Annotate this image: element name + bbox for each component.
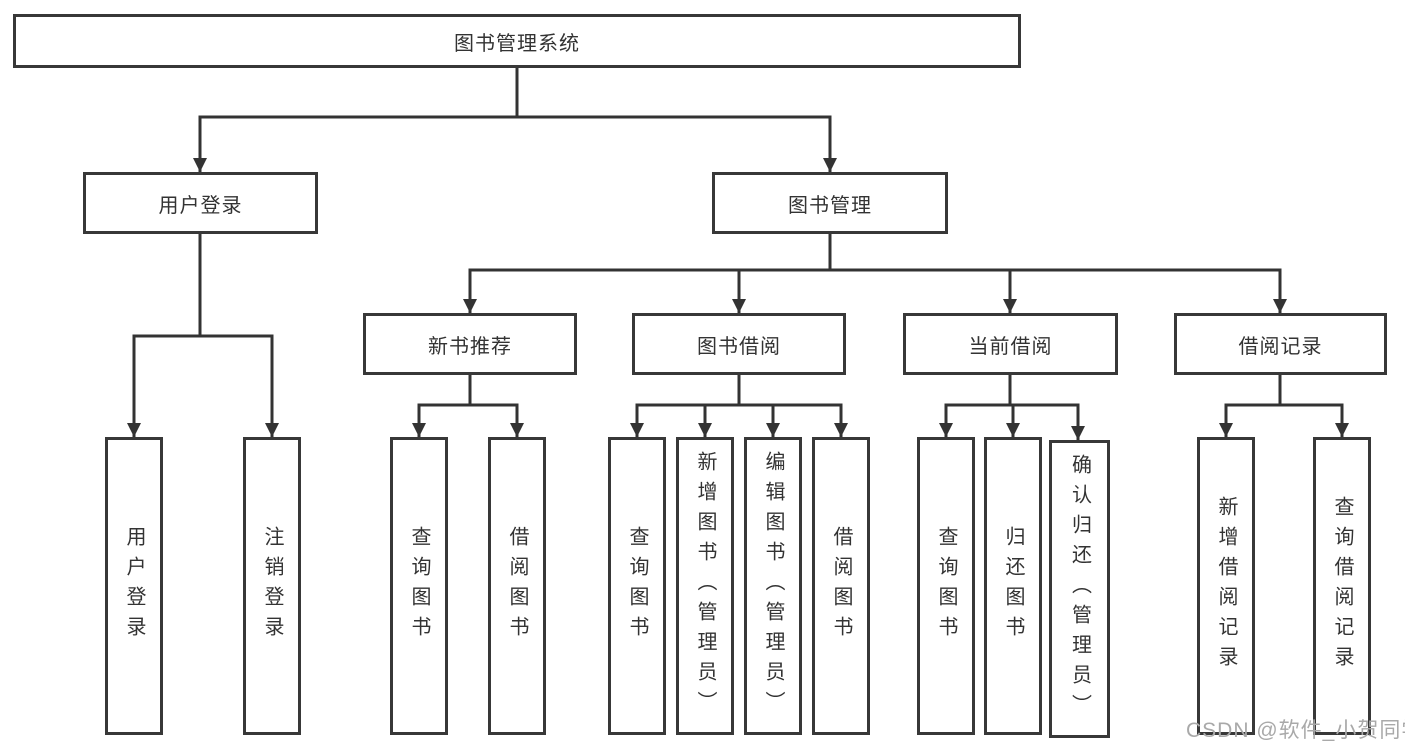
node-current-borrow-label: 当前借阅 (968, 335, 1053, 358)
leaf-user-login-label: 用户登录 (123, 526, 145, 646)
leaf-query-books-3-label: 查询图书 (935, 526, 957, 646)
watermark: CSDN @软件_小贺同学 (1186, 719, 1405, 742)
leaf-query-books-2: 查询图书 (608, 437, 666, 735)
leaf-add-books-admin: 新增图书（管理员） (676, 437, 734, 735)
node-current-borrow: 当前借阅 (903, 313, 1118, 375)
node-book-borrow: 图书借阅 (632, 313, 846, 375)
node-book-management-label: 图书管理 (788, 194, 872, 217)
leaf-add-borrow-record-label: 新增借阅记录 (1215, 496, 1237, 676)
leaf-return-books-label: 归还图书 (1002, 526, 1024, 646)
leaf-borrow-books-2: 借阅图书 (812, 437, 870, 735)
leaf-query-books-3: 查询图书 (917, 437, 975, 735)
node-user-login: 用户登录 (83, 172, 318, 234)
node-new-book-recommend-label: 新书推荐 (428, 335, 512, 358)
node-root-label: 图书管理系统 (454, 32, 580, 55)
leaf-edit-books-admin: 编辑图书（管理员） (744, 437, 802, 735)
leaf-logout-label: 注销登录 (261, 526, 283, 646)
leaf-add-borrow-record: 新增借阅记录 (1197, 437, 1255, 735)
leaf-confirm-return-admin-label: 确认归还（管理员） (1068, 454, 1091, 724)
node-user-login-label: 用户登录 (158, 194, 243, 217)
leaf-query-borrow-record-label: 查询借阅记录 (1331, 496, 1353, 676)
node-book-borrow-label: 图书借阅 (697, 335, 781, 358)
leaf-borrow-books-1-label: 借阅图书 (506, 526, 528, 646)
leaf-borrow-books-2-label: 借阅图书 (830, 526, 852, 646)
leaf-query-books-1-label: 查询图书 (408, 526, 430, 646)
leaf-edit-books-admin-label: 编辑图书（管理员） (762, 451, 784, 721)
node-book-management: 图书管理 (712, 172, 948, 234)
leaf-query-books-1: 查询图书 (390, 437, 448, 735)
node-borrow-records-label: 借阅记录 (1238, 335, 1323, 358)
leaf-confirm-return-admin: 确认归还（管理员） (1049, 440, 1110, 738)
leaf-return-books: 归还图书 (984, 437, 1042, 735)
node-borrow-records: 借阅记录 (1174, 313, 1387, 375)
leaf-borrow-books-1: 借阅图书 (488, 437, 546, 735)
leaf-query-borrow-record: 查询借阅记录 (1313, 437, 1371, 735)
node-new-book-recommend: 新书推荐 (363, 313, 577, 375)
leaf-logout: 注销登录 (243, 437, 301, 735)
node-root: 图书管理系统 (13, 14, 1021, 68)
leaf-query-books-2-label: 查询图书 (626, 526, 648, 646)
leaf-user-login: 用户登录 (105, 437, 163, 735)
leaf-add-books-admin-label: 新增图书（管理员） (694, 451, 716, 721)
